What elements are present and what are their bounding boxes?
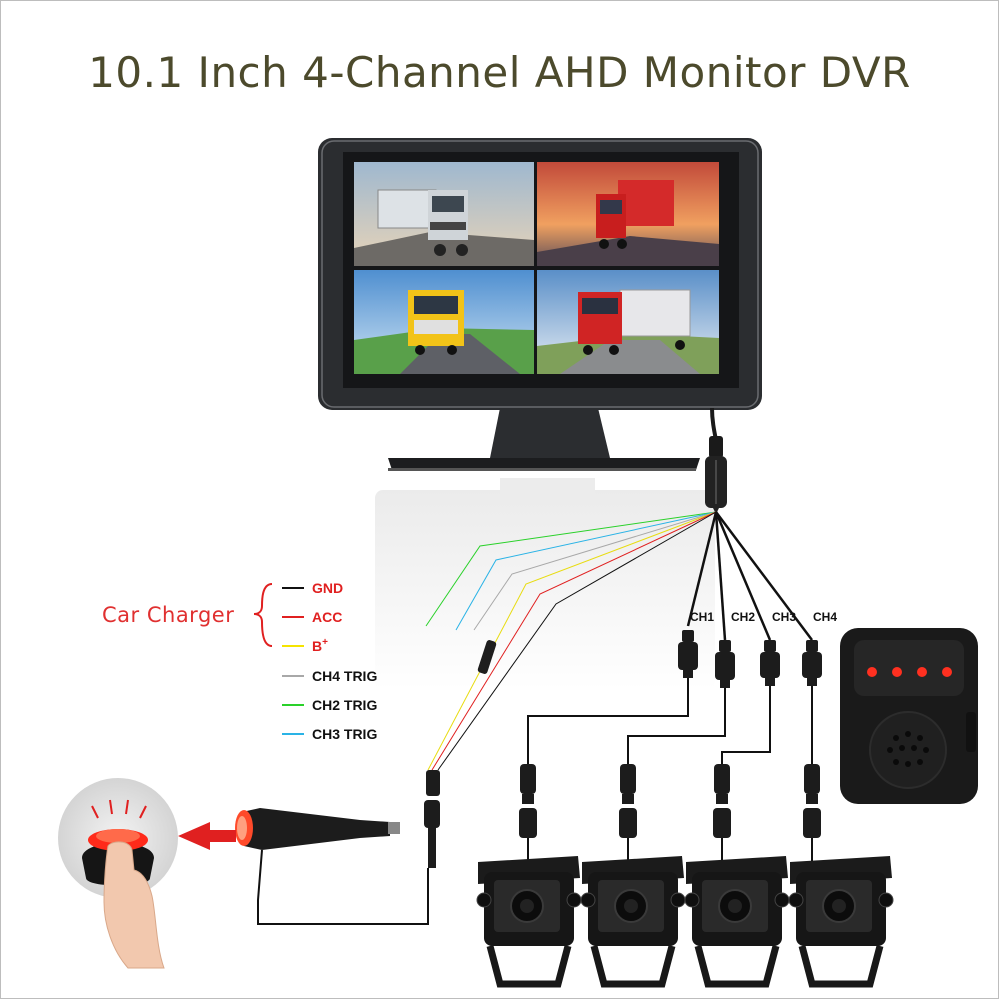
camera-4 (788, 856, 894, 988)
screen-quadrant-1 (354, 162, 534, 266)
monitor-reflection (375, 478, 715, 690)
gnd-label: GND (312, 580, 343, 596)
button-press-illustration (58, 778, 178, 969)
trigger-wire-legend: CH4 TRIG CH2 TRIG CH3 TRIG (282, 668, 377, 742)
car-charger-plug (235, 808, 429, 925)
bplus-label: B+ (312, 637, 328, 654)
fuse-holder (477, 640, 497, 674)
screen-quadrant-4 (537, 270, 719, 374)
charger-inline-connector (424, 770, 440, 868)
car-charger-label: Car Charger (102, 603, 234, 627)
ch2-trig-label: CH2 TRIG (312, 697, 377, 713)
ch3-trig-label: CH3 TRIG (312, 726, 377, 742)
brace-icon (253, 583, 273, 647)
screen-quadrant-2 (537, 162, 719, 266)
wire-fan (425, 511, 717, 771)
channel-harness (686, 511, 813, 641)
channel-label-2: CH2 (731, 610, 755, 624)
screen-quadrant-3 (354, 270, 534, 374)
channel-label-4: CH4 (813, 610, 837, 624)
acc-label: ACC (312, 609, 342, 625)
channel-label-1: CH1 (690, 610, 714, 624)
monitor-cable (705, 407, 727, 514)
channel-connectors-upper (678, 630, 822, 688)
speaker-box (840, 628, 978, 804)
ch4-trig-label: CH4 TRIG (312, 668, 377, 684)
camera-1 (476, 856, 582, 988)
arrow-icon (178, 822, 236, 850)
channel-label-3: CH3 (772, 610, 796, 624)
camera-3 (684, 856, 790, 988)
camera-extension-cables (527, 678, 813, 764)
charger-wire-legend: GND ACC B+ (282, 580, 343, 654)
camera-connectors-lower (519, 764, 821, 862)
page-title: 10.1 Inch 4-Channel AHD Monitor DVR (88, 48, 911, 97)
camera-2 (580, 856, 686, 988)
